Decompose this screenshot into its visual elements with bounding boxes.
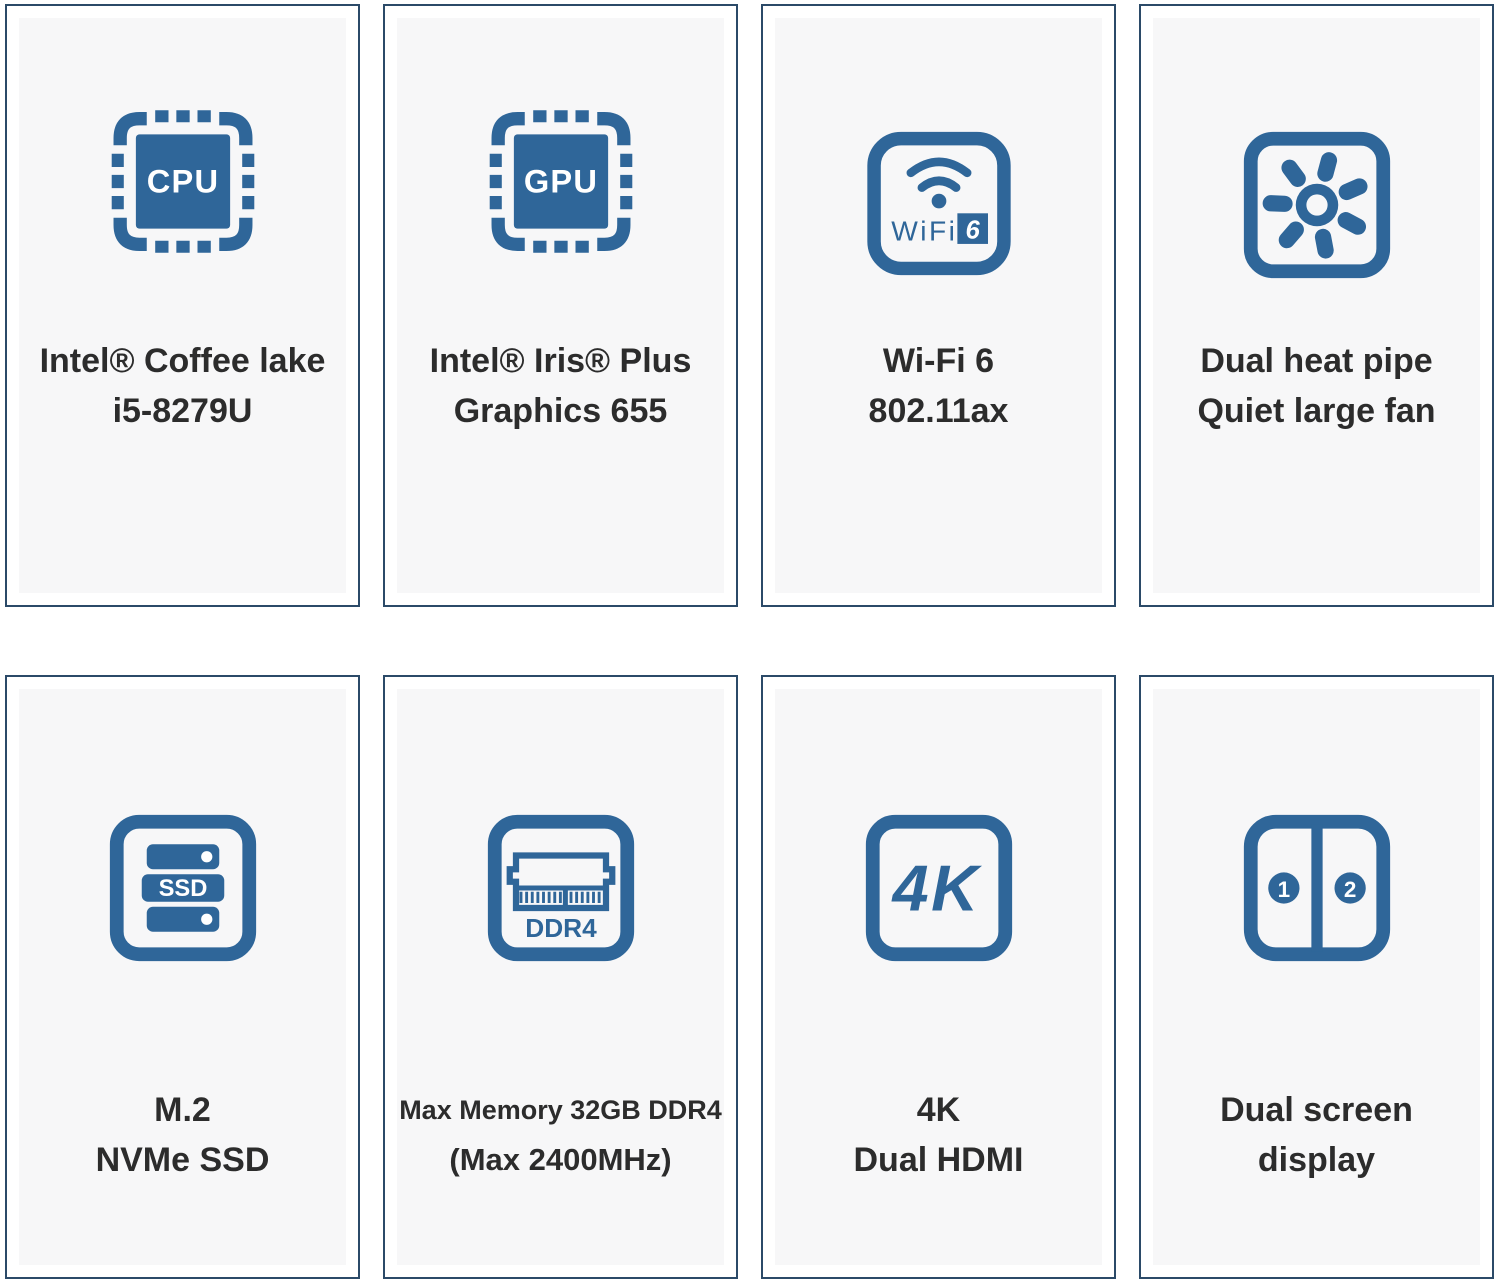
feature-caption: Max Memory 32GB DDR4 (Max 2400MHz) [393,1085,728,1185]
caption-line: Quiet large fan [1197,392,1436,430]
feature-caption: Dual screen display [1149,1085,1484,1185]
feature-caption: Intel® Iris® Plus Graphics 655 [393,336,728,436]
wifi-badge: 6 [965,216,980,244]
gpu-chip-icon: GPU [488,109,633,254]
feature-caption: Wi-Fi 6 802.11ax [771,336,1106,436]
feature-caption: Dual heat pipe Quiet large fan [1149,336,1484,436]
feature-caption: Intel® Coffee lake i5-8279U [15,336,350,436]
caption-line: i5-8279U [112,392,253,430]
ram-label: DDR4 [525,913,597,943]
cpu-chip-icon: CPU [110,109,255,254]
feature-card-display: 1 2 Dual screen display [1139,675,1494,1279]
caption-line: Intel® Coffee lake [39,342,326,380]
card-panel [19,18,346,593]
ssd-label: SSD [158,875,207,902]
card-panel [1153,18,1480,593]
screen-1-label: 1 [1277,877,1290,902]
feature-caption: 4K Dual HDMI [771,1085,1106,1185]
caption-line: Dual heat pipe [1200,342,1433,380]
feature-card-wifi: WiFi 6 Wi-Fi 6 802.11ax [761,4,1116,607]
caption-line: display [1257,1141,1376,1179]
feature-card-cooling: Dual heat pipe Quiet large fan [1139,4,1494,607]
feature-card-cpu: CPU Intel® Coffee lake i5-8279U [5,4,360,607]
caption-line: 4K [916,1091,961,1129]
card-panel [397,18,724,593]
caption-line: (Max 2400MHz) [449,1142,672,1177]
caption-line: M.2 [154,1091,211,1129]
feature-card-video: 4K 4K Dual HDMI [761,675,1116,1279]
caption-line: Dual HDMI [853,1141,1024,1179]
caption-line: Dual screen [1220,1091,1413,1129]
wifi-6-icon: WiFi 6 [865,130,1012,277]
card-panel [1153,689,1480,1265]
screen-2-label: 2 [1343,877,1356,902]
ddr4-ram-icon: DDR4 [486,813,636,963]
feature-card-storage: SSD M.2 NVMe SSD [5,675,360,1279]
caption-line: 802.11ax [868,392,1009,430]
chip-label: GPU [523,162,597,199]
feature-card-memory: DDR4 Max Memory 32GB DDR4 (Max 2400MHz) [383,675,738,1279]
card-panel [19,689,346,1265]
caption-line: Wi-Fi 6 [882,342,995,380]
resolution-label: 4K [890,852,982,925]
dual-screen-icon: 1 2 [1242,813,1392,963]
card-panel [775,18,1102,593]
caption-line: Intel® Iris® Plus [429,342,692,380]
caption-line: Max Memory 32GB DDR4 [399,1095,722,1125]
chip-label: CPU [146,162,218,199]
4k-icon: 4K [864,813,1014,963]
caption-line: NVMe SSD [95,1141,270,1179]
wifi-label: WiFi [891,214,957,246]
ssd-icon: SSD [108,813,258,963]
fan-icon [1242,130,1392,280]
card-panel [775,689,1102,1265]
feature-card-gpu: GPU Intel® Iris® Plus Graphics 655 [383,4,738,607]
feature-caption: M.2 NVMe SSD [15,1085,350,1185]
caption-line: Graphics 655 [453,392,668,430]
card-panel [397,689,724,1265]
